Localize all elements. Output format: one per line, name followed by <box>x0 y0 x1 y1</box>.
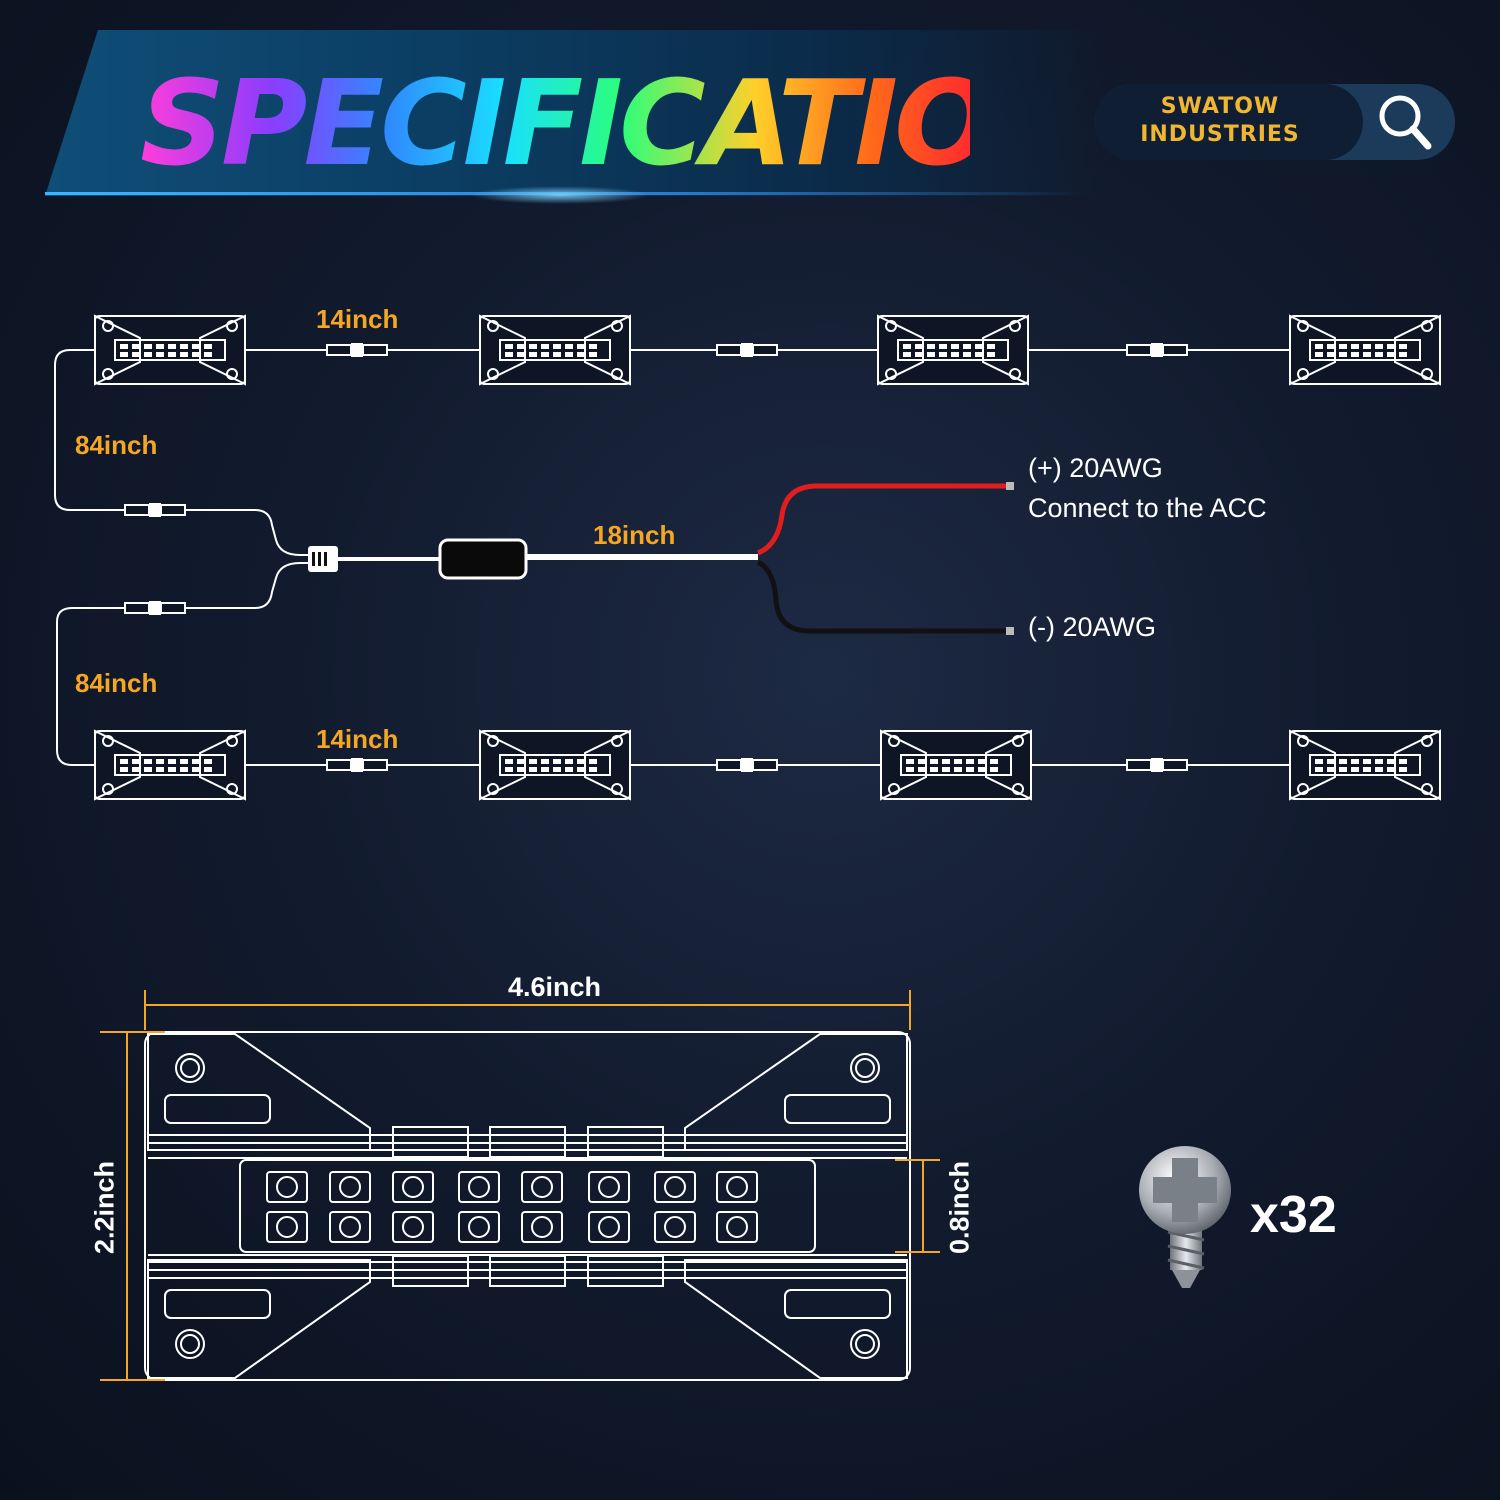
page-title: SPECIFICATION <box>140 54 1089 192</box>
search-icon <box>1379 95 1432 150</box>
brand-logo-bg: SWATOW INDUSTRIES <box>1095 84 1363 160</box>
dim-height: 2.2inch <box>89 1160 120 1255</box>
negative-wire <box>756 559 1008 634</box>
title-banner <box>45 30 1105 196</box>
dim-width: 4.6inch <box>508 972 602 1002</box>
label-positive: (+) 20AWG <box>1028 453 1163 483</box>
brand-name-line1: SWATOW <box>1160 94 1280 119</box>
hub-connector <box>308 546 338 572</box>
label-lead: 18inch <box>593 520 676 550</box>
brand-pill[interactable]: SWATOW INDUSTRIES <box>1095 84 1455 160</box>
brand-name-line2: INDUSTRIES <box>1140 122 1300 147</box>
label-branch-bottom: 84inch <box>75 668 158 698</box>
label-negative: (-) 20AWG <box>1028 612 1156 642</box>
label-positive-note: Connect to the ACC <box>1028 493 1267 523</box>
search-button[interactable] <box>1370 88 1440 156</box>
dim-lens: 0.8inch <box>944 1160 975 1255</box>
label-seg-top: 14inch <box>316 304 399 334</box>
label-branch-top: 84inch <box>75 430 158 460</box>
positive-wire <box>756 483 1008 556</box>
screw-quantity: x32 <box>1250 1186 1337 1244</box>
label-seg-bottom: 14inch <box>316 724 399 754</box>
banner-glow <box>470 186 650 204</box>
